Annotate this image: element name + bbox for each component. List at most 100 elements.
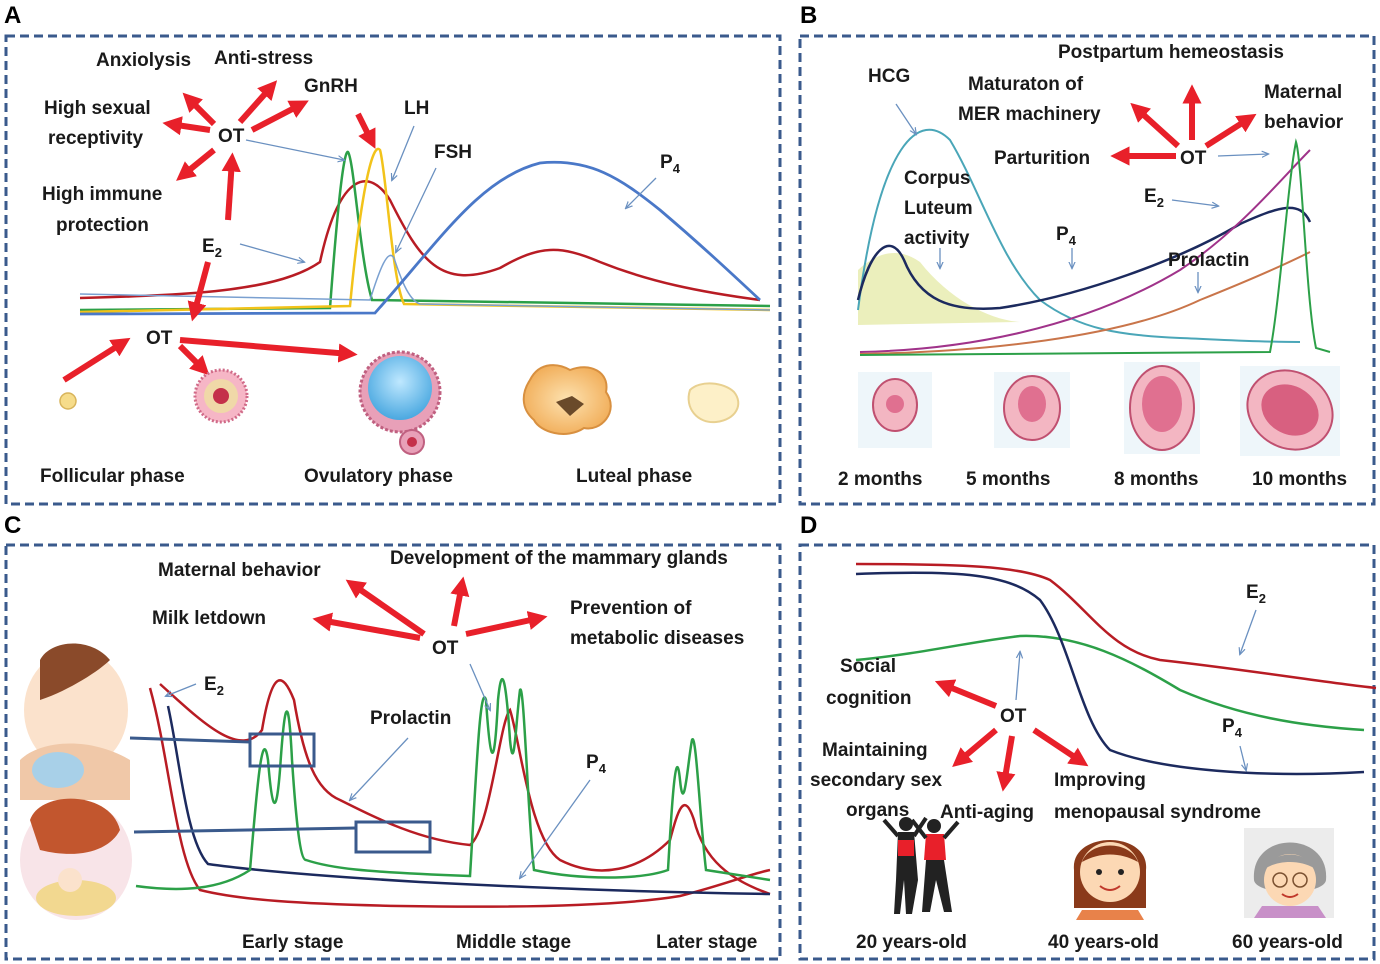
d-anti-aging-label: Anti-aging xyxy=(940,802,1034,823)
panel-b-frame xyxy=(798,34,1376,506)
a-follicular-label: Follicular phase xyxy=(40,466,185,487)
b-maturation-2-label: MER machinery xyxy=(958,104,1101,125)
a-high-immune-label: High immune xyxy=(42,184,162,205)
c-mammary-label: Development of the mammary glands xyxy=(390,548,728,569)
panel-c-mother-images xyxy=(20,643,132,920)
c-prevention-2-label: metabolic diseases xyxy=(570,628,744,649)
breastfeeding-mother-icon xyxy=(20,643,130,800)
a-receptivity-label: receptivity xyxy=(48,128,143,149)
d-maintaining-2-label: secondary sex xyxy=(810,770,942,791)
panel-d-letter: D xyxy=(800,512,818,539)
panel-d-pointers xyxy=(1015,609,1257,770)
b-parturition-label: Parturition xyxy=(994,148,1090,169)
d-age-60-label: 60 years-old xyxy=(1232,932,1343,953)
a-anti-stress-label: Anti-stress xyxy=(214,48,313,69)
c-e2-label: E2 xyxy=(204,674,224,698)
panel-c-curves xyxy=(135,677,771,908)
b-month-10-label: 10 months xyxy=(1252,469,1347,490)
b-ot-curve xyxy=(859,138,1331,356)
c-p4-curve xyxy=(166,705,771,896)
b-prolactin-label: Prolactin xyxy=(1168,250,1249,271)
c-e2-curve-low xyxy=(148,687,771,908)
a-p4-curve xyxy=(79,160,761,316)
d-e2-label: E2 xyxy=(1246,582,1266,606)
b-corpus-luteum-area xyxy=(858,252,1020,325)
panel-b-pointers xyxy=(895,103,1268,292)
a-ot-top-label: OT xyxy=(218,126,245,147)
c-maternal-label: Maternal behavior xyxy=(158,560,321,581)
a-ovulatory-label: Ovulatory phase xyxy=(304,466,453,487)
young-people-icon xyxy=(882,816,960,914)
d-maintaining-3-label: organs xyxy=(846,800,909,821)
d-social-2-label: cognition xyxy=(826,688,911,709)
c-prevention-1-label: Prevention of xyxy=(570,598,692,619)
holding-baby-mother-icon xyxy=(20,798,132,920)
c-middle-label: Middle stage xyxy=(456,932,571,953)
b-postpartum-label: Postpartum hemeostasis xyxy=(1058,42,1284,63)
b-maternal-1-label: Maternal xyxy=(1264,82,1342,103)
b-corpus-3-label: activity xyxy=(904,228,970,249)
b-month-8-label: 8 months xyxy=(1114,469,1198,490)
b-month-2-label: 2 months xyxy=(838,469,922,490)
d-e2-curve xyxy=(855,562,1377,690)
panel-a-pointers xyxy=(239,125,657,262)
a-luteal-label: Luteal phase xyxy=(576,466,692,487)
a-high-sexual-label: High sexual xyxy=(44,98,151,119)
c-prolactin-label: Prolactin xyxy=(370,708,451,729)
a-fsh-label: FSH xyxy=(434,142,472,163)
d-improving-2-label: menopausal syndrome xyxy=(1054,802,1261,823)
elderly-woman-icon xyxy=(1244,828,1334,918)
corpus-albicans-icon xyxy=(687,382,740,424)
a-lh-curve xyxy=(79,147,771,314)
c-highlight-box-2 xyxy=(354,820,432,854)
b-p4-curve xyxy=(856,206,1312,310)
panel-b-letter: B xyxy=(800,2,818,29)
a-lh-label: LH xyxy=(404,98,429,119)
b-maternal-2-label: behavior xyxy=(1264,112,1344,133)
a-ot-bottom-label: OT xyxy=(146,328,173,349)
panel-c-letter: C xyxy=(4,512,22,539)
c-p4-label: P4 xyxy=(586,752,607,776)
panel-b-pregnancy-images xyxy=(858,362,1340,456)
d-social-1-label: Social xyxy=(840,656,896,677)
b-prolactin-curve xyxy=(859,251,1311,355)
d-improving-1-label: Improving xyxy=(1054,770,1146,791)
panel-c-red-arrows xyxy=(312,576,548,641)
panel-d-frame xyxy=(798,543,1376,961)
a-anxiolysis-label: Anxiolysis xyxy=(96,50,191,71)
b-corpus-1-label: Corpus xyxy=(904,168,971,189)
c-e2-curve xyxy=(159,679,771,896)
d-age-40-label: 40 years-old xyxy=(1048,932,1159,953)
b-e2-label: E2 xyxy=(1144,186,1164,210)
panel-a-frame xyxy=(4,34,782,506)
a-protection-label: protection xyxy=(56,215,149,236)
primordial-follicle-icon xyxy=(59,392,77,410)
b-p4-label: P4 xyxy=(1056,224,1077,248)
a-gnrh-label: GnRH xyxy=(304,76,358,97)
panel-c-frame xyxy=(4,543,782,961)
panel-b-curves xyxy=(856,128,1331,356)
a-gnrh-curve xyxy=(79,150,771,312)
panel-d-people-images xyxy=(882,816,1334,920)
panel-d-curves xyxy=(855,562,1377,776)
d-p4-label: P4 xyxy=(1222,716,1243,740)
c-highlight-box-1 xyxy=(248,732,316,768)
b-corpus-2-label: Luteum xyxy=(904,198,973,219)
d-p4-curve xyxy=(855,634,1365,732)
panel-a-red-arrows xyxy=(62,80,376,383)
c-later-label: Later stage xyxy=(656,932,757,953)
d-ot-label: OT xyxy=(1000,706,1027,727)
d-maintaining-1-label: Maintaining xyxy=(822,740,928,761)
b-hcg-curve xyxy=(857,128,1301,343)
c-ot-label: OT xyxy=(432,638,459,659)
panel-a-letter: A xyxy=(4,2,22,29)
a-p4-label: P4 xyxy=(660,152,681,176)
panel-a-curves xyxy=(79,147,771,316)
d-navy-curve xyxy=(855,571,1365,776)
b-hcg-label: HCG xyxy=(868,66,910,87)
b-maturation-1-label: Maturaton of xyxy=(968,74,1084,95)
d-age-20-label: 20 years-old xyxy=(856,932,967,953)
middle-aged-woman-icon xyxy=(1073,840,1147,920)
panel-a-cells xyxy=(59,350,740,455)
